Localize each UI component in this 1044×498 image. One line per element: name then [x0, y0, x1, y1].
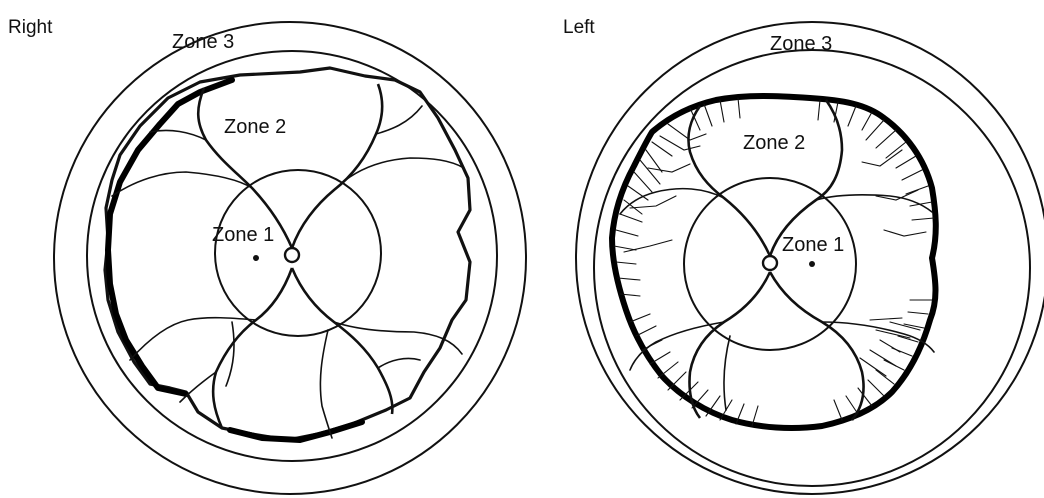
left-zone3-boundary: [576, 22, 1044, 494]
left-zone1-label: Zone 1: [782, 234, 844, 256]
left-eye-panel: Left Zone 3 Zone 1 Zone 2: [563, 17, 1044, 494]
right-retina-edge-heavy-bottom: [230, 422, 362, 440]
right-zone2-label: Zone 2: [224, 116, 286, 138]
right-optic-disc: [285, 248, 299, 262]
left-eye-label: Left: [563, 17, 595, 38]
left-zone2-boundary: [594, 50, 1030, 486]
right-zone1-label: Zone 1: [212, 224, 274, 246]
right-eye-label: Right: [8, 17, 53, 38]
right-zone3-label: Zone 3: [172, 31, 234, 53]
right-eye-panel: Right Zone 3 Zone 1 Zone 2: [8, 17, 526, 494]
left-fovea-dot: [809, 261, 815, 267]
left-zone2-label: Zone 2: [743, 132, 805, 154]
right-fovea-dot: [253, 255, 259, 261]
left-optic-disc: [763, 256, 777, 270]
